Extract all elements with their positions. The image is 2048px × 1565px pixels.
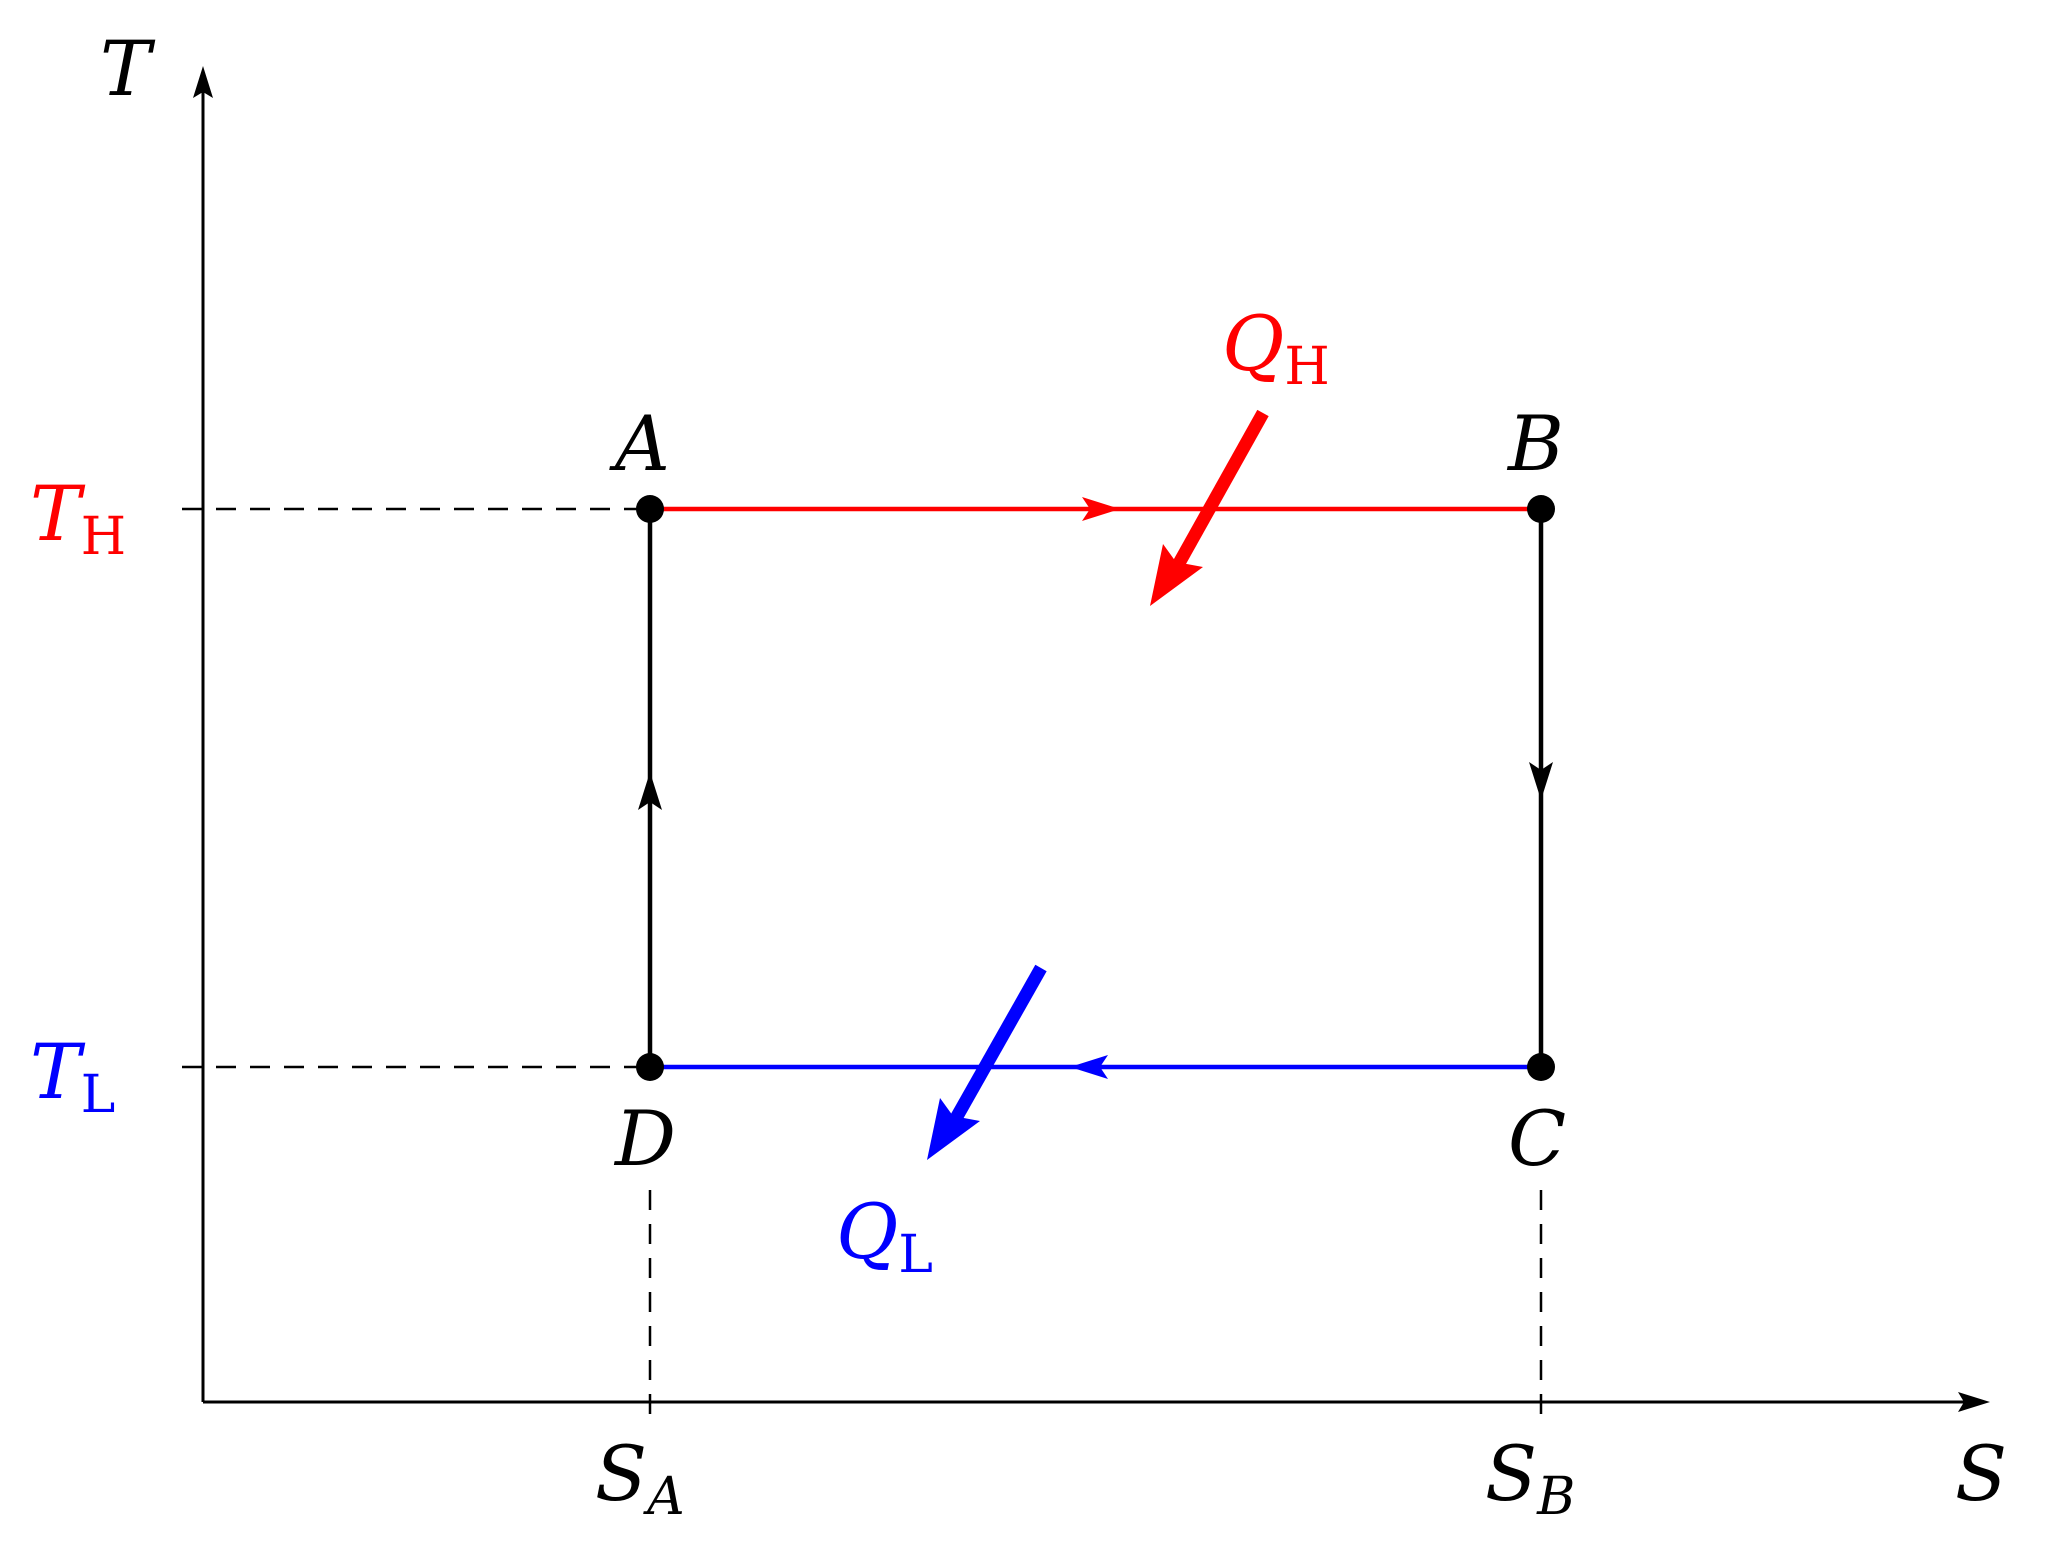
x-axis-label: S: [1955, 1429, 2007, 1518]
point-a-label: A: [609, 399, 670, 488]
tl-label: TL: [30, 1027, 115, 1125]
arrow-ab: [1082, 497, 1120, 521]
ql-label: QL: [836, 1187, 933, 1285]
point-d-label: D: [613, 1094, 676, 1183]
y-axis-label: T: [100, 24, 156, 113]
arrow-da: [638, 772, 662, 810]
th-label: TH: [30, 469, 126, 567]
heat-out-arrow-head: [927, 1098, 980, 1160]
point-d-marker: [636, 1053, 664, 1081]
y-axis-arrowhead: [193, 66, 213, 98]
arrow-bc: [1529, 762, 1553, 800]
sa-label: SA: [595, 1429, 685, 1527]
heat-in-arrow-shaft: [1172, 409, 1269, 569]
point-b-marker: [1527, 495, 1555, 523]
point-c-label: C: [1508, 1094, 1566, 1183]
arrow-cd: [1070, 1055, 1108, 1079]
sb-label: SB: [1485, 1429, 1575, 1527]
heat-out-arrow-shaft: [949, 964, 1047, 1124]
heat-in-arrow-head: [1150, 544, 1203, 606]
point-a-marker: [636, 495, 664, 523]
qh-label: QH: [1222, 299, 1330, 397]
point-c-marker: [1527, 1053, 1555, 1081]
x-axis-arrowhead: [1958, 1392, 1990, 1412]
point-b-label: B: [1506, 399, 1564, 488]
